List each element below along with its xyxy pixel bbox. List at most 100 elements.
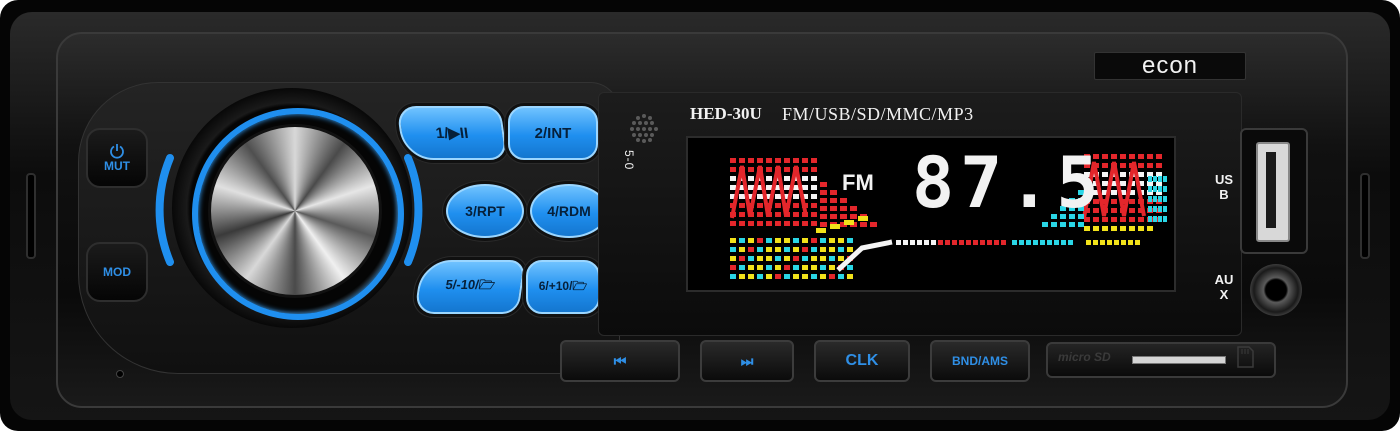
eq-segment	[739, 194, 745, 199]
eq-segment	[1084, 217, 1090, 222]
volume-knob[interactable]	[208, 124, 382, 298]
eq-segment	[1138, 226, 1144, 231]
preset-4-label: 4/RDM	[547, 203, 591, 219]
eq-segment	[1102, 190, 1108, 195]
eq-segment	[793, 274, 799, 279]
eq-segment	[784, 247, 790, 252]
eq-segment	[784, 176, 790, 181]
eq-segment	[1042, 222, 1048, 227]
eq-segment	[1084, 181, 1090, 186]
eq-segment	[1100, 240, 1105, 245]
eq-segment	[730, 176, 736, 181]
eq-segment	[847, 238, 853, 243]
eq-segment	[811, 158, 817, 163]
eq-segment	[910, 240, 915, 245]
eq-segment	[775, 185, 781, 190]
preset-1-play-pause-button[interactable]: 1/▶II	[396, 106, 508, 160]
eq-segment	[820, 247, 826, 252]
eq-segment	[766, 221, 772, 226]
eq-segment	[1138, 163, 1144, 168]
eq-segment	[994, 240, 999, 245]
eq-segment	[757, 212, 763, 217]
eq-segment	[811, 265, 817, 270]
eq-segment	[802, 265, 808, 270]
preset-6-plus10-button[interactable]: 6/+10/🗁	[526, 260, 600, 314]
power-icon	[110, 144, 124, 159]
mute-button[interactable]: MUT	[86, 128, 148, 188]
eq-segment	[748, 274, 754, 279]
eq-segment	[748, 247, 754, 252]
eq-segment	[1102, 154, 1108, 159]
eq-segment	[784, 167, 790, 172]
preset-3-repeat-button[interactable]: 3/RPT	[446, 184, 524, 238]
eq-segment	[1084, 154, 1090, 159]
eq-segment	[784, 238, 790, 243]
eq-segment	[739, 247, 745, 252]
preset-4-random-button[interactable]: 4/RDM	[530, 184, 608, 238]
eq-segment	[730, 158, 736, 163]
eq-segment	[1069, 214, 1075, 219]
eq-segment	[1033, 240, 1038, 245]
eq-segment	[802, 176, 808, 181]
eq-segment	[838, 256, 844, 261]
preset-5-label: 5/-10/🗁	[444, 277, 497, 292]
eq-segment	[1156, 154, 1162, 159]
eq-segment	[820, 206, 827, 211]
eq-segment	[1054, 240, 1059, 245]
eq-segment	[811, 194, 817, 199]
eq-segment	[811, 274, 817, 279]
eq-segment	[730, 256, 736, 261]
eq-segment	[1147, 190, 1153, 195]
usb-label: USB	[1214, 172, 1234, 202]
eq-segment	[1129, 199, 1135, 204]
eq-segment	[802, 238, 808, 243]
eq-wave-right	[1082, 161, 1146, 219]
eq-segment	[766, 247, 772, 252]
mode-button[interactable]: MOD	[86, 242, 148, 302]
eq-segment	[730, 274, 736, 279]
eq-segment	[830, 206, 837, 211]
preset-5-minus10-button[interactable]: 5/-10/🗁	[414, 260, 526, 314]
eq-segment	[1120, 154, 1126, 159]
aux-jack[interactable]	[1250, 264, 1302, 316]
eq-segment	[766, 167, 772, 172]
eq-segment	[1163, 196, 1167, 202]
next-track-button[interactable]: ⏭	[700, 340, 794, 382]
eq-segment	[775, 256, 781, 261]
eq-segment	[1102, 226, 1108, 231]
reset-hole[interactable]	[116, 370, 124, 378]
eq-segment	[1163, 216, 1167, 222]
eq-segment	[748, 185, 754, 190]
eq-segment	[739, 203, 745, 208]
eq-segment	[820, 256, 826, 261]
eq-segment	[793, 265, 799, 270]
eq-segment	[1138, 154, 1144, 159]
eq-segment	[1147, 226, 1153, 231]
preset-2-intro-button[interactable]: 2/INT	[508, 106, 598, 160]
eq-segment	[757, 256, 763, 261]
clock-button[interactable]: CLK	[814, 340, 910, 382]
eq-segment	[757, 265, 763, 270]
eq-segment	[793, 247, 799, 252]
eq-segment	[1084, 226, 1090, 231]
eq-segment	[1111, 208, 1117, 213]
eq-segment	[811, 185, 817, 190]
knob-glow-ring	[192, 108, 404, 320]
eq-segment	[1093, 199, 1099, 204]
eq-segment	[748, 256, 754, 261]
previous-track-button[interactable]: ⏮	[560, 340, 680, 382]
eq-segment	[739, 265, 745, 270]
preset-6-label: 6/+10/🗁	[538, 278, 588, 293]
band-ams-button[interactable]: BND/AMS	[930, 340, 1030, 382]
eq-segment	[793, 221, 799, 226]
band-indicator: FM	[842, 170, 874, 195]
format-list: FM/USB/SD/MMC/MP3	[782, 104, 974, 124]
micro-sd-slot[interactable]	[1132, 356, 1226, 364]
eq-segment	[1120, 217, 1126, 222]
eq-segment	[1129, 226, 1135, 231]
eq-segment	[844, 220, 854, 225]
eq-segment	[1111, 217, 1117, 222]
eq-segment	[811, 247, 817, 252]
eq-segment	[757, 203, 763, 208]
eq-segment	[757, 185, 763, 190]
